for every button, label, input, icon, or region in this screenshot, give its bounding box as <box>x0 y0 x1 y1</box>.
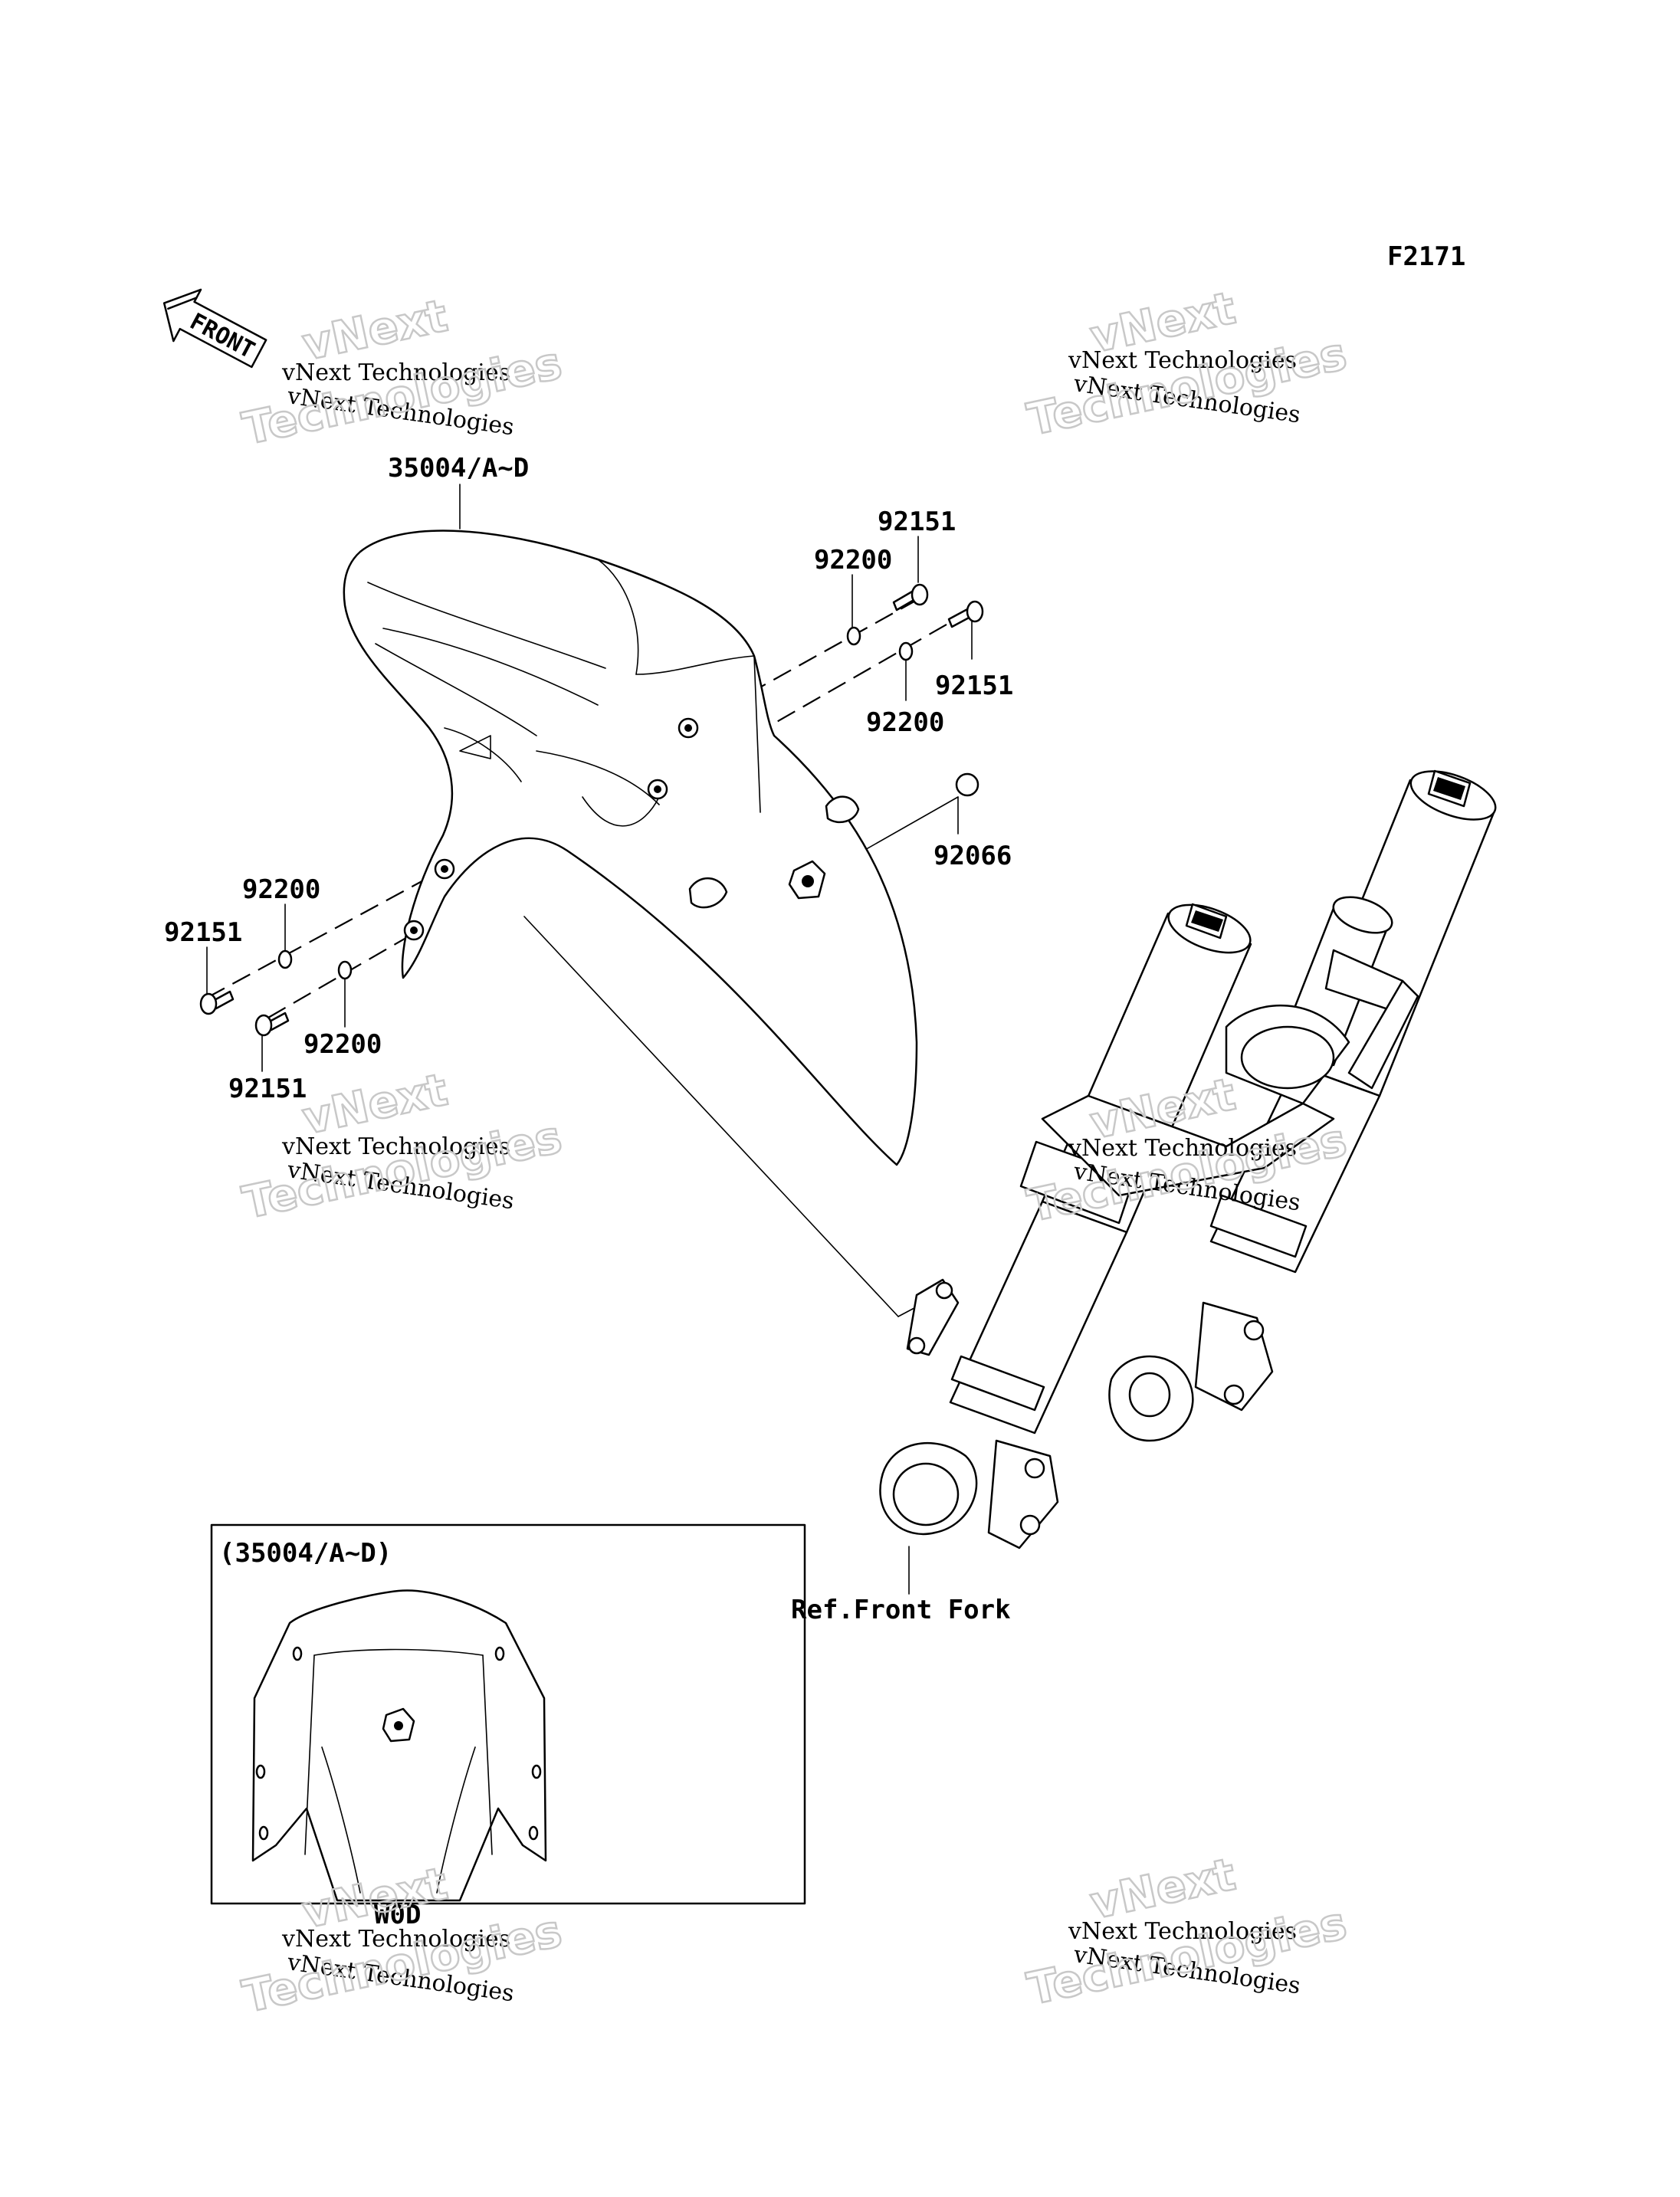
svg-text:vNext Technologies: vNext Technologies <box>1068 1918 1297 1945</box>
left-fasteners <box>199 949 353 1037</box>
callout-washer-top-2: 92200 <box>866 707 944 738</box>
callout-screw-top-1: 92151 <box>878 507 956 537</box>
callout-washer-left-2: 92200 <box>304 1029 382 1060</box>
svg-text:Technologies: Technologies <box>238 1110 566 1228</box>
svg-text:Technologies: Technologies <box>1023 1897 1351 2015</box>
svg-text:vNext Technologies: vNext Technologies <box>281 1926 510 1953</box>
cap-part <box>955 772 979 797</box>
top-fasteners <box>846 583 984 661</box>
front-arrow-icon: FRONT <box>162 288 267 369</box>
inset-variant-label: W0D <box>374 1900 421 1930</box>
svg-text:vNext Technologies: vNext Technologies <box>1068 1135 1297 1162</box>
inset-title: (35004/A~D) <box>219 1538 392 1569</box>
svg-text:vNext Technologies: vNext Technologies <box>281 359 510 386</box>
svg-text:vNext: vNext <box>1086 1848 1240 1930</box>
svg-text:vNext: vNext <box>298 290 452 371</box>
callout-washer-left-1: 92200 <box>242 874 320 905</box>
inset-panel: (35004/A~D) W0D <box>210 1523 806 1930</box>
front-fender <box>343 530 918 1166</box>
watermark-5: vNext Technologies vNext Technologies vN… <box>238 1856 567 2024</box>
callout-screw-left-1: 92151 <box>164 917 242 948</box>
front-fork <box>879 769 1497 1549</box>
callout-cap: 92066 <box>934 841 1012 871</box>
callout-fender: 35004/A~D <box>388 453 529 484</box>
watermark-6: vNext Technologies vNext Technologies vN… <box>1022 1847 1352 2016</box>
svg-text:Technologies: Technologies <box>1023 327 1351 445</box>
svg-text:vNext Technologies: vNext Technologies <box>281 1133 510 1160</box>
callout-ref-fork: Ref.Front Fork <box>791 1595 1011 1625</box>
callout-screw-left-2: 92151 <box>228 1074 307 1104</box>
watermark-1: vNext Technologies vNext Technologies vN… <box>238 288 567 456</box>
svg-text:vNext: vNext <box>298 1064 452 1145</box>
figure-code: F2171 <box>1387 241 1465 272</box>
watermark-2: vNext Technologies vNext Technologies vN… <box>1022 280 1352 447</box>
inset-fender-front-view <box>251 1589 547 1902</box>
callout-washer-top-1: 92200 <box>814 545 892 575</box>
callout-screw-top-2: 92151 <box>935 671 1013 701</box>
svg-text:Technologies: Technologies <box>238 336 566 454</box>
svg-text:vNext Technologies: vNext Technologies <box>1068 347 1297 374</box>
